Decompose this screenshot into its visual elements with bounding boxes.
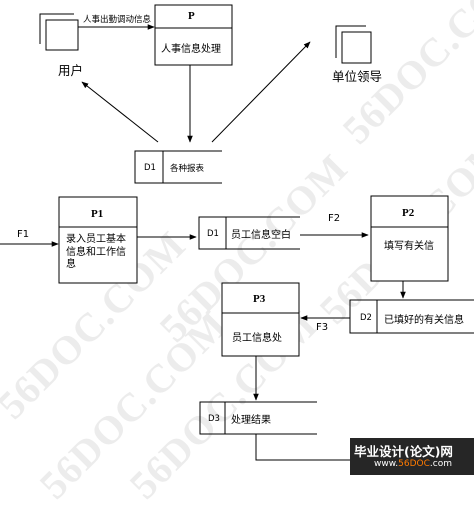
store-d1-name: 员工信息空白: [231, 230, 291, 241]
flow-d3-out: [255, 434, 360, 461]
store-d1-top-id: D1: [144, 163, 156, 173]
banner-title: 毕业设计(论文)网: [354, 444, 453, 459]
process-p3-name: 员工信息处: [232, 333, 282, 344]
process-p1-name: 录入员工基本信息和工作信息: [66, 234, 126, 270]
flow-f1-label: F1: [17, 229, 30, 240]
user-label: 用户: [58, 63, 84, 78]
store-d2: [349, 299, 474, 334]
process-p2-id: P2: [402, 207, 415, 219]
store-d3-id: D3: [208, 414, 220, 424]
flow-d1-top-to-user: [81, 81, 159, 143]
flow-user-to-p-label: 人事出勤调动信息: [83, 15, 152, 25]
process-p1-id: P1: [91, 208, 104, 220]
store-d1: [198, 216, 300, 250]
flow-f3-label: F3: [316, 322, 329, 333]
dept-leader-label: 单位领导: [332, 69, 383, 84]
flow-d1-top-to-leader: [211, 41, 311, 143]
store-d1-id: D1: [207, 229, 219, 239]
process-p3: [221, 282, 300, 357]
banner-url[interactable]: www.56DOC.com: [374, 459, 452, 469]
user-entity: [39, 13, 79, 51]
process-p2: [370, 195, 449, 282]
process-p3-id: P3: [253, 293, 266, 305]
site-banner[interactable]: 毕业设计(论文)网 www.56DOC.com: [350, 438, 474, 475]
process-p-name: 人事信息处理: [161, 44, 221, 55]
process-p-id: P: [188, 10, 195, 22]
dept-leader-entity: [335, 25, 372, 64]
dfd-diagram: [0, 4, 474, 461]
process-p2-name: 填写有关信: [384, 241, 434, 252]
store-d1-top-name: 各种报表: [170, 164, 205, 174]
store-d2-name: 已填好的有关信息: [384, 315, 464, 326]
store-d3-name: 处理结果: [231, 415, 271, 426]
flow-f2-label: F2: [328, 213, 341, 224]
process-p: [154, 4, 233, 66]
store-d2-id: D2: [360, 313, 372, 323]
store-d1-top: [134, 150, 222, 184]
process-p1: [58, 196, 138, 284]
store-d3: [199, 401, 317, 435]
